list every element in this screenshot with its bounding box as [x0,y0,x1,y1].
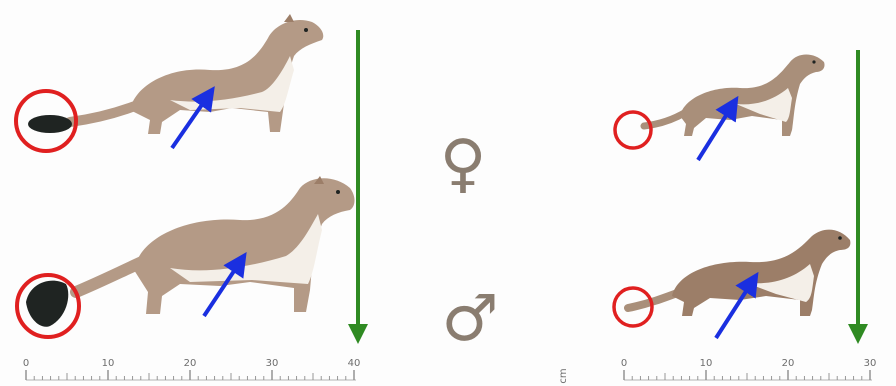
stoat-male-illustration [26,176,355,327]
stoat-female-illustration [28,14,323,134]
ruler-tick-label: 30 [266,358,279,369]
male-symbol: ♂ [441,282,498,356]
ruler-right: 0 10 20 30 [621,358,877,380]
black-tail-tip [26,281,68,327]
ruler-tick-label: 40 [348,358,361,369]
ruler-tick-label: 30 [864,358,877,369]
ruler-tick-label: 10 [700,358,713,369]
female-symbol: ♀ [440,127,487,201]
ruler-tick-label: 0 [23,358,29,369]
weasel-female-illustration [644,55,825,137]
ruler-unit-label: cm [558,368,569,383]
black-tail-tip [28,115,72,133]
tail-tip-highlight-circle [615,112,651,148]
ruler-tick-label: 20 [184,358,197,369]
ruler-tick-label: 20 [782,358,795,369]
ruler-tick-label: 0 [621,358,627,369]
ruler-tick-label: 10 [102,358,115,369]
ruler-left: 0 10 20 30 40 [23,358,361,380]
